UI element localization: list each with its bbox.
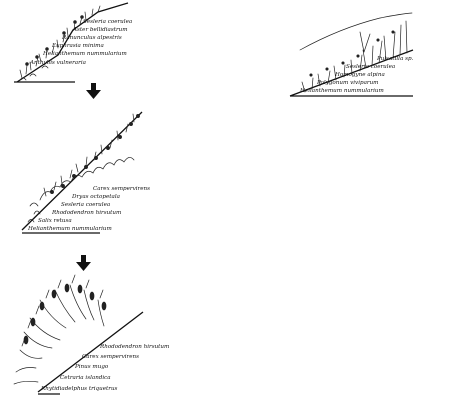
- species-label: Helianthemum nummularium: [27, 226, 112, 232]
- species-label: Anthyllis vulneraria: [29, 60, 86, 66]
- species-label: Salix retusa: [38, 218, 72, 224]
- species-label: Helianthemum nummularium: [299, 88, 384, 94]
- species-label: Ranunculus alpestris: [61, 35, 122, 41]
- panel-stage-1: Sesleria coerulea Aster bellidiastrum Ra…: [14, 3, 132, 82]
- panel-stage-3: Rhododendron hirsutum Carex sempervirens…: [14, 275, 169, 394]
- species-label: Polygonum viviparum: [316, 80, 379, 86]
- species-label: Sesleria coerulea: [346, 64, 395, 70]
- species-label: Carex sempervirens: [93, 186, 150, 192]
- species-label: Helianthemum nummularium: [42, 51, 127, 57]
- species-label: Homogyne alpina: [334, 72, 385, 78]
- species-label: Sesleria coerulea: [83, 19, 132, 25]
- panel-stage-side: Pulsatilla sp. Sesleria coerulea Homogyn…: [290, 13, 414, 96]
- species-label: Rhytidiadelphus triquetrus: [40, 386, 118, 392]
- down-arrow: [76, 255, 91, 271]
- panel-stage-2: Carex sempervirens Dryas octopetala Sesl…: [22, 112, 150, 233]
- species-label: Sesleria coerulea: [61, 202, 110, 208]
- species-label: Dryas octopetala: [71, 194, 120, 200]
- species-label: Aster bellidiastrum: [72, 27, 128, 33]
- species-label: Rhododendron hirsutum: [99, 344, 169, 350]
- species-label: Pulsatilla sp.: [376, 56, 414, 62]
- slope-top-curve: [300, 13, 412, 50]
- species-label: Cetraria islandica: [60, 375, 111, 381]
- species-label: Pinus mugo: [74, 364, 109, 370]
- species-label: Carex sempervirens: [82, 354, 139, 360]
- species-label: Rhododendron hirsutum: [51, 210, 121, 216]
- species-label: Euphrasia minima: [51, 43, 104, 49]
- down-arrow: [86, 83, 101, 99]
